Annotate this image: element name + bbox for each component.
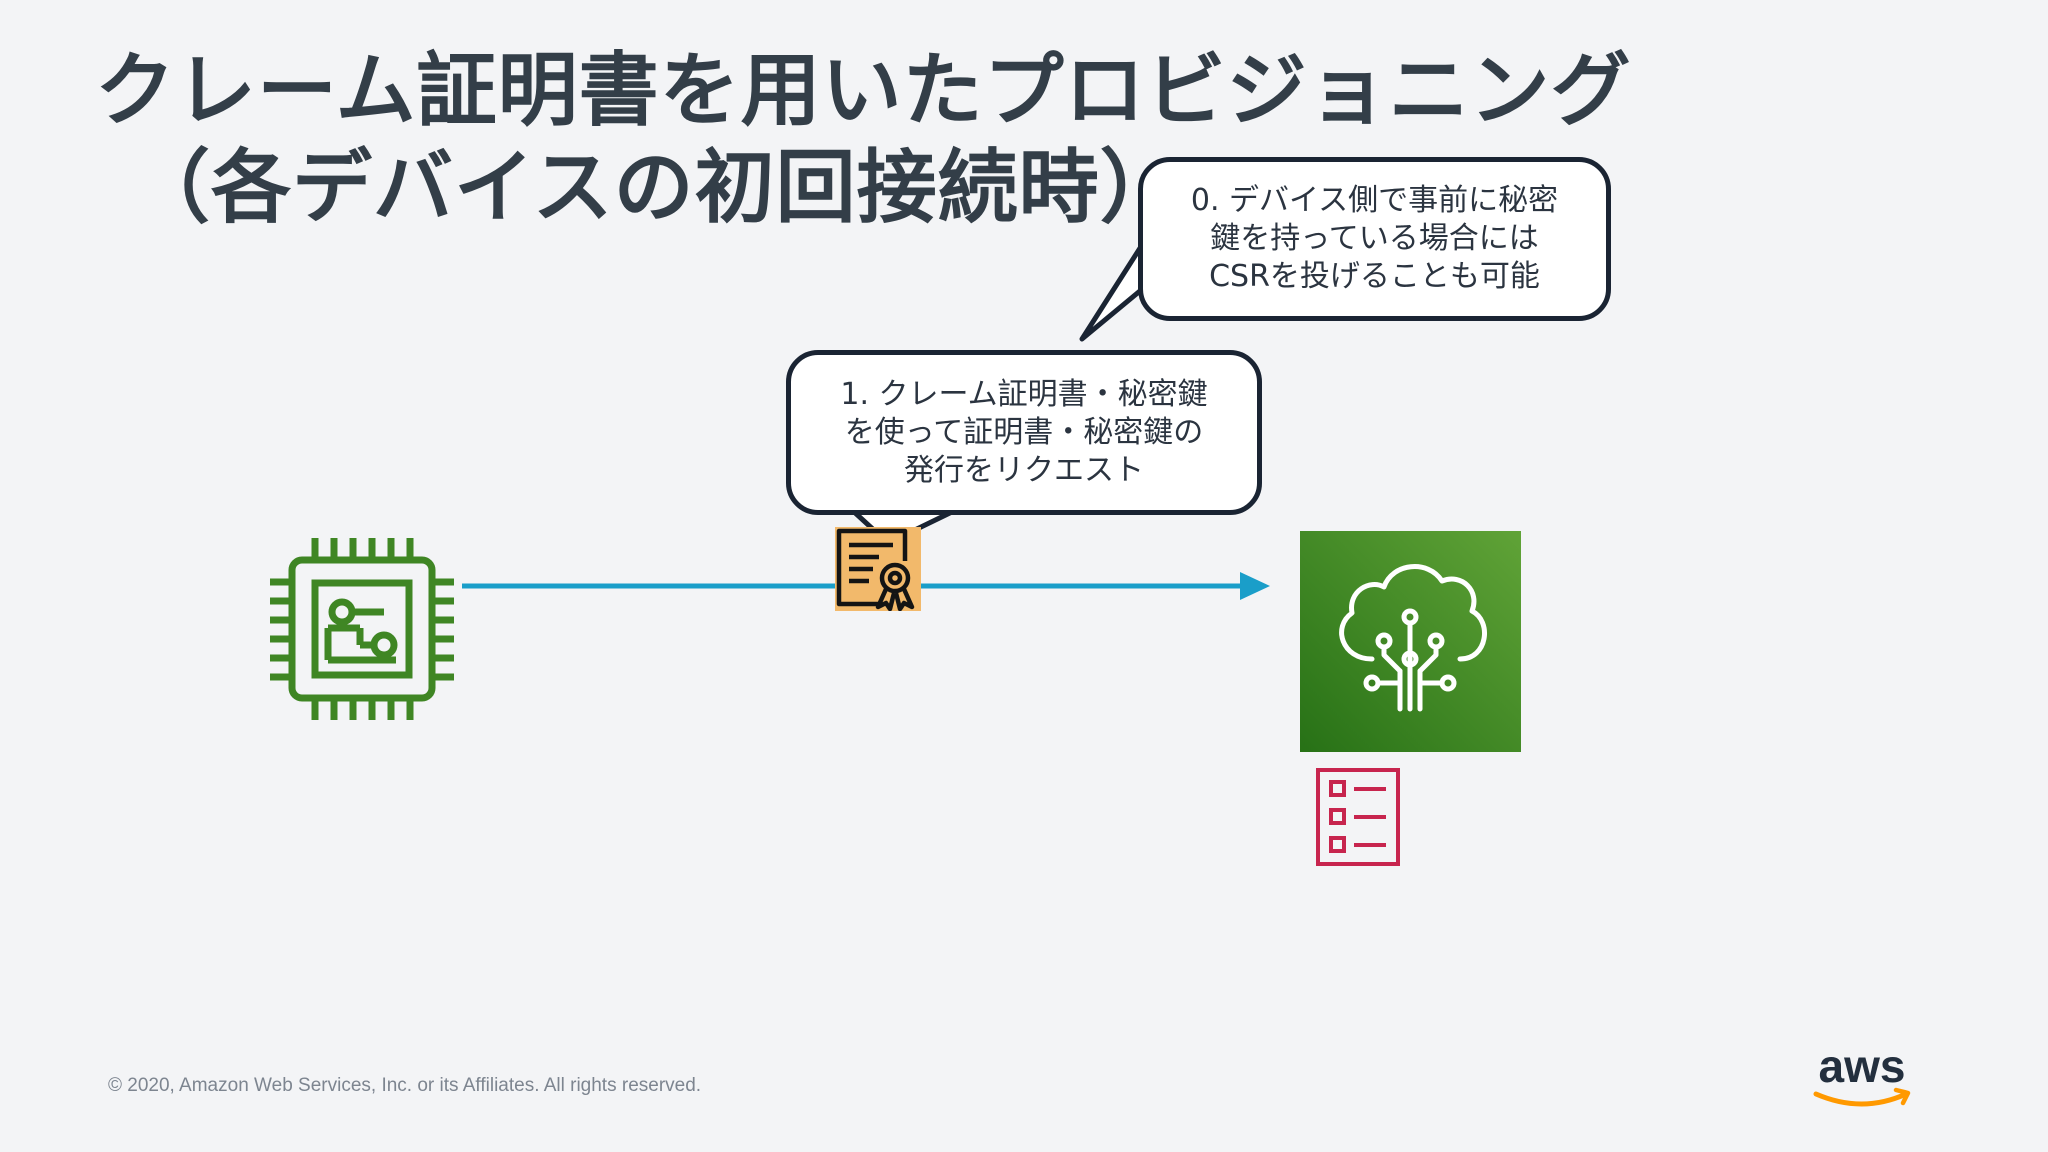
- callout-0-line: 鍵を持っている場合には: [1210, 221, 1539, 256]
- callout-0-line: CSRを投げることも可能: [1209, 259, 1540, 294]
- callout-0-line: 0. デバイス側で事前に秘密: [1190, 183, 1559, 218]
- slide-subtitle: （各デバイスの初回接続時）: [130, 141, 1181, 234]
- callout-0-tail: [1079, 242, 1149, 342]
- slide-title: クレーム証明書を用いたプロビジョニング: [95, 44, 1632, 137]
- request-arrow-head: [1240, 572, 1270, 600]
- certificate-icon: [835, 527, 921, 611]
- callout-csr-note: 0. デバイス側で事前に秘密 鍵を持っている場合には CSRを投げることも可能: [1138, 157, 1611, 321]
- microchip-icon: [270, 538, 454, 720]
- callout-1-line: 発行をリクエスト: [904, 452, 1144, 488]
- aws-logo-text: aws: [1819, 1044, 1906, 1092]
- copyright-footer: © 2020, Amazon Web Services, Inc. or its…: [108, 1075, 702, 1096]
- callout-1-line: 1. クレーム証明書・秘密鍵: [840, 376, 1208, 412]
- callout-1-line: を使って証明書・秘密鍵の: [844, 414, 1204, 450]
- iot-core-cloud-icon: [1300, 531, 1521, 752]
- aws-logo-icon: aws: [1813, 1044, 1911, 1107]
- callout-request-step: 1. クレーム証明書・秘密鍵 を使って証明書・秘密鍵の 発行をリクエスト: [786, 350, 1262, 515]
- checklist-template-icon: [1316, 768, 1400, 866]
